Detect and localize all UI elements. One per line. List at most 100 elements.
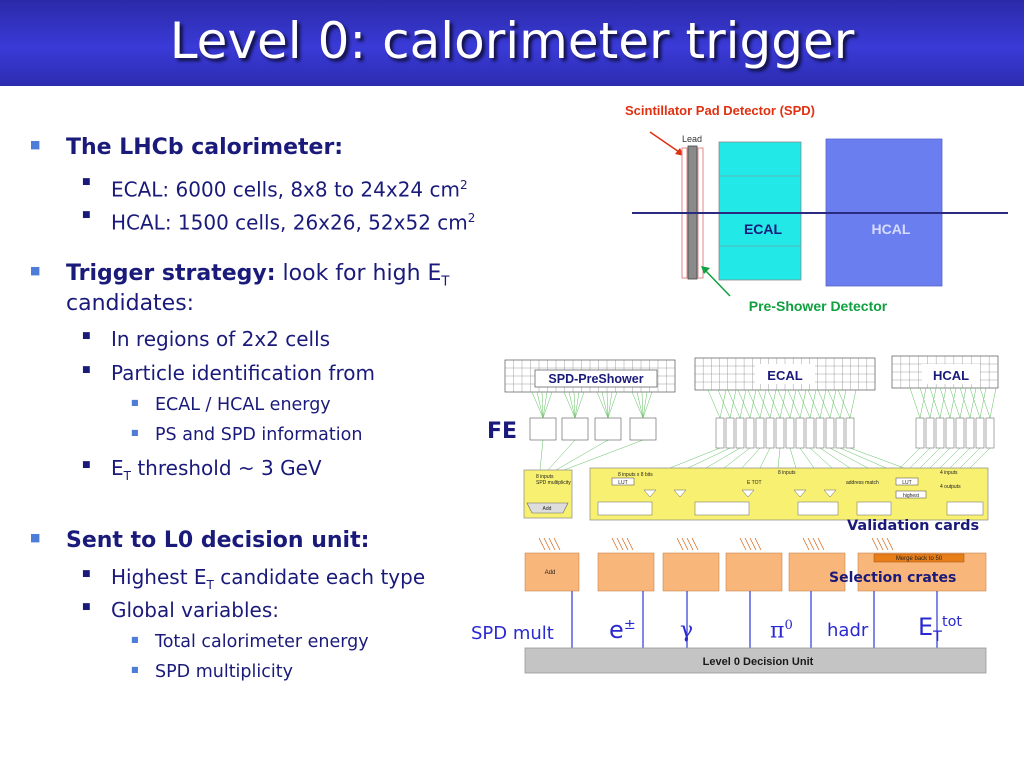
fan-line	[729, 389, 737, 419]
fe-card	[985, 417, 995, 449]
ps-label: Pre-Shower Detector	[749, 298, 888, 314]
lut-box	[611, 477, 635, 486]
fan-line	[542, 391, 553, 419]
processing-block	[823, 489, 837, 498]
square-bullet-icon: ■	[30, 138, 41, 151]
square-bullet-icon: ■	[82, 569, 91, 579]
fan-line	[759, 447, 771, 469]
fan-line	[563, 391, 576, 419]
bullet-heading: The LHCb calorimeter:	[66, 135, 344, 160]
fan-line	[979, 387, 991, 419]
inputs-4-text: 4 inputs	[940, 470, 958, 476]
fan-line	[779, 389, 787, 419]
spd-inputs-text: 8 inputs	[536, 474, 554, 480]
fan-line	[547, 439, 576, 471]
fan-line	[949, 447, 971, 469]
fe-card	[945, 417, 955, 449]
fan-line	[757, 389, 771, 419]
crate-arrow	[812, 537, 820, 551]
processing-block	[673, 489, 687, 498]
square-bullet-icon: ■	[82, 365, 91, 375]
fan-line	[929, 447, 951, 469]
fan-line	[939, 387, 947, 419]
lut-text: LUT	[618, 480, 627, 486]
fe-card	[745, 417, 755, 449]
selection-crates-label: Selection crates	[829, 570, 957, 586]
ps-arrow	[702, 267, 731, 297]
fan-line	[959, 387, 971, 419]
fan-line	[929, 387, 937, 419]
fan-line	[929, 387, 941, 419]
fe-card	[795, 417, 805, 449]
processing-block	[694, 501, 750, 516]
fan-line	[949, 387, 961, 419]
crate-arrow	[616, 537, 624, 551]
crate-arrow	[886, 537, 894, 551]
address-match-text: address match	[846, 480, 879, 486]
fan-line	[809, 389, 817, 419]
fan-line	[717, 389, 731, 419]
fe-card	[561, 417, 589, 441]
fan-line	[707, 389, 721, 419]
fe-card	[594, 417, 622, 441]
fan-line	[777, 389, 791, 419]
crate-arrow	[681, 537, 689, 551]
fe-card	[755, 417, 765, 449]
fan-line	[563, 439, 644, 471]
fan-line	[799, 389, 807, 419]
square-bullet-icon: ■	[82, 177, 91, 187]
fan-line	[959, 447, 981, 469]
fan-line	[919, 387, 931, 419]
page-title: Level 0: calorimeter trigger	[169, 12, 855, 70]
fan-line	[749, 389, 757, 419]
lut-box-2	[895, 477, 919, 486]
fan-line	[741, 447, 761, 469]
selection-crate	[788, 552, 846, 592]
processing-block	[793, 489, 807, 498]
fe-card	[955, 417, 965, 449]
fan-line	[899, 447, 921, 469]
decision-unit-box	[524, 647, 987, 674]
fan-line	[747, 389, 761, 419]
fan-line	[909, 387, 921, 419]
fan-line	[607, 391, 618, 419]
add-crate-text: Add	[545, 570, 556, 576]
crate-arrow	[676, 537, 684, 551]
fan-line	[807, 389, 821, 419]
fe-card	[629, 417, 657, 441]
crate-arrow	[749, 537, 757, 551]
fan-line	[959, 387, 967, 419]
fan-line	[607, 391, 613, 419]
fe-card	[529, 417, 557, 441]
output-spd-mult: SPD mult	[471, 623, 554, 644]
output-lines	[571, 591, 938, 648]
square-bullet-icon: ■	[82, 331, 91, 341]
fan-line	[719, 389, 727, 419]
square-bullet-icon: ■	[131, 398, 139, 407]
title-bar	[0, 0, 1024, 86]
fan-line	[809, 447, 833, 469]
spd-ps-label: SPD-PreShower	[548, 372, 643, 386]
crate-arrow	[611, 537, 619, 551]
inputs-8x8-text: 8 inputs x 8 bits	[618, 472, 653, 478]
spd-label-box	[534, 369, 658, 388]
square-bullet-icon: ■	[30, 264, 41, 277]
lead-label: Lead	[682, 134, 702, 144]
crate-arrow	[548, 537, 556, 551]
validation-cards-label: Validation cards	[847, 518, 980, 534]
fan-line	[827, 389, 841, 419]
etot-text: E TOT	[747, 480, 762, 486]
fan-line	[787, 389, 801, 419]
fan-line	[642, 391, 653, 419]
fan-line	[606, 391, 609, 419]
spd-mult-small-text: SPD multiplicity	[536, 480, 571, 486]
fan-line	[536, 391, 544, 419]
crate-arrow	[871, 537, 879, 551]
fe-fan-lines	[531, 387, 997, 471]
ecal-diagram-label: ECAL	[767, 368, 802, 383]
fan-line	[596, 391, 609, 419]
fan-line	[727, 389, 741, 419]
crate-input-arrows	[538, 537, 894, 551]
output-et-tot: ETtot	[918, 613, 963, 645]
processing-block	[643, 489, 657, 498]
